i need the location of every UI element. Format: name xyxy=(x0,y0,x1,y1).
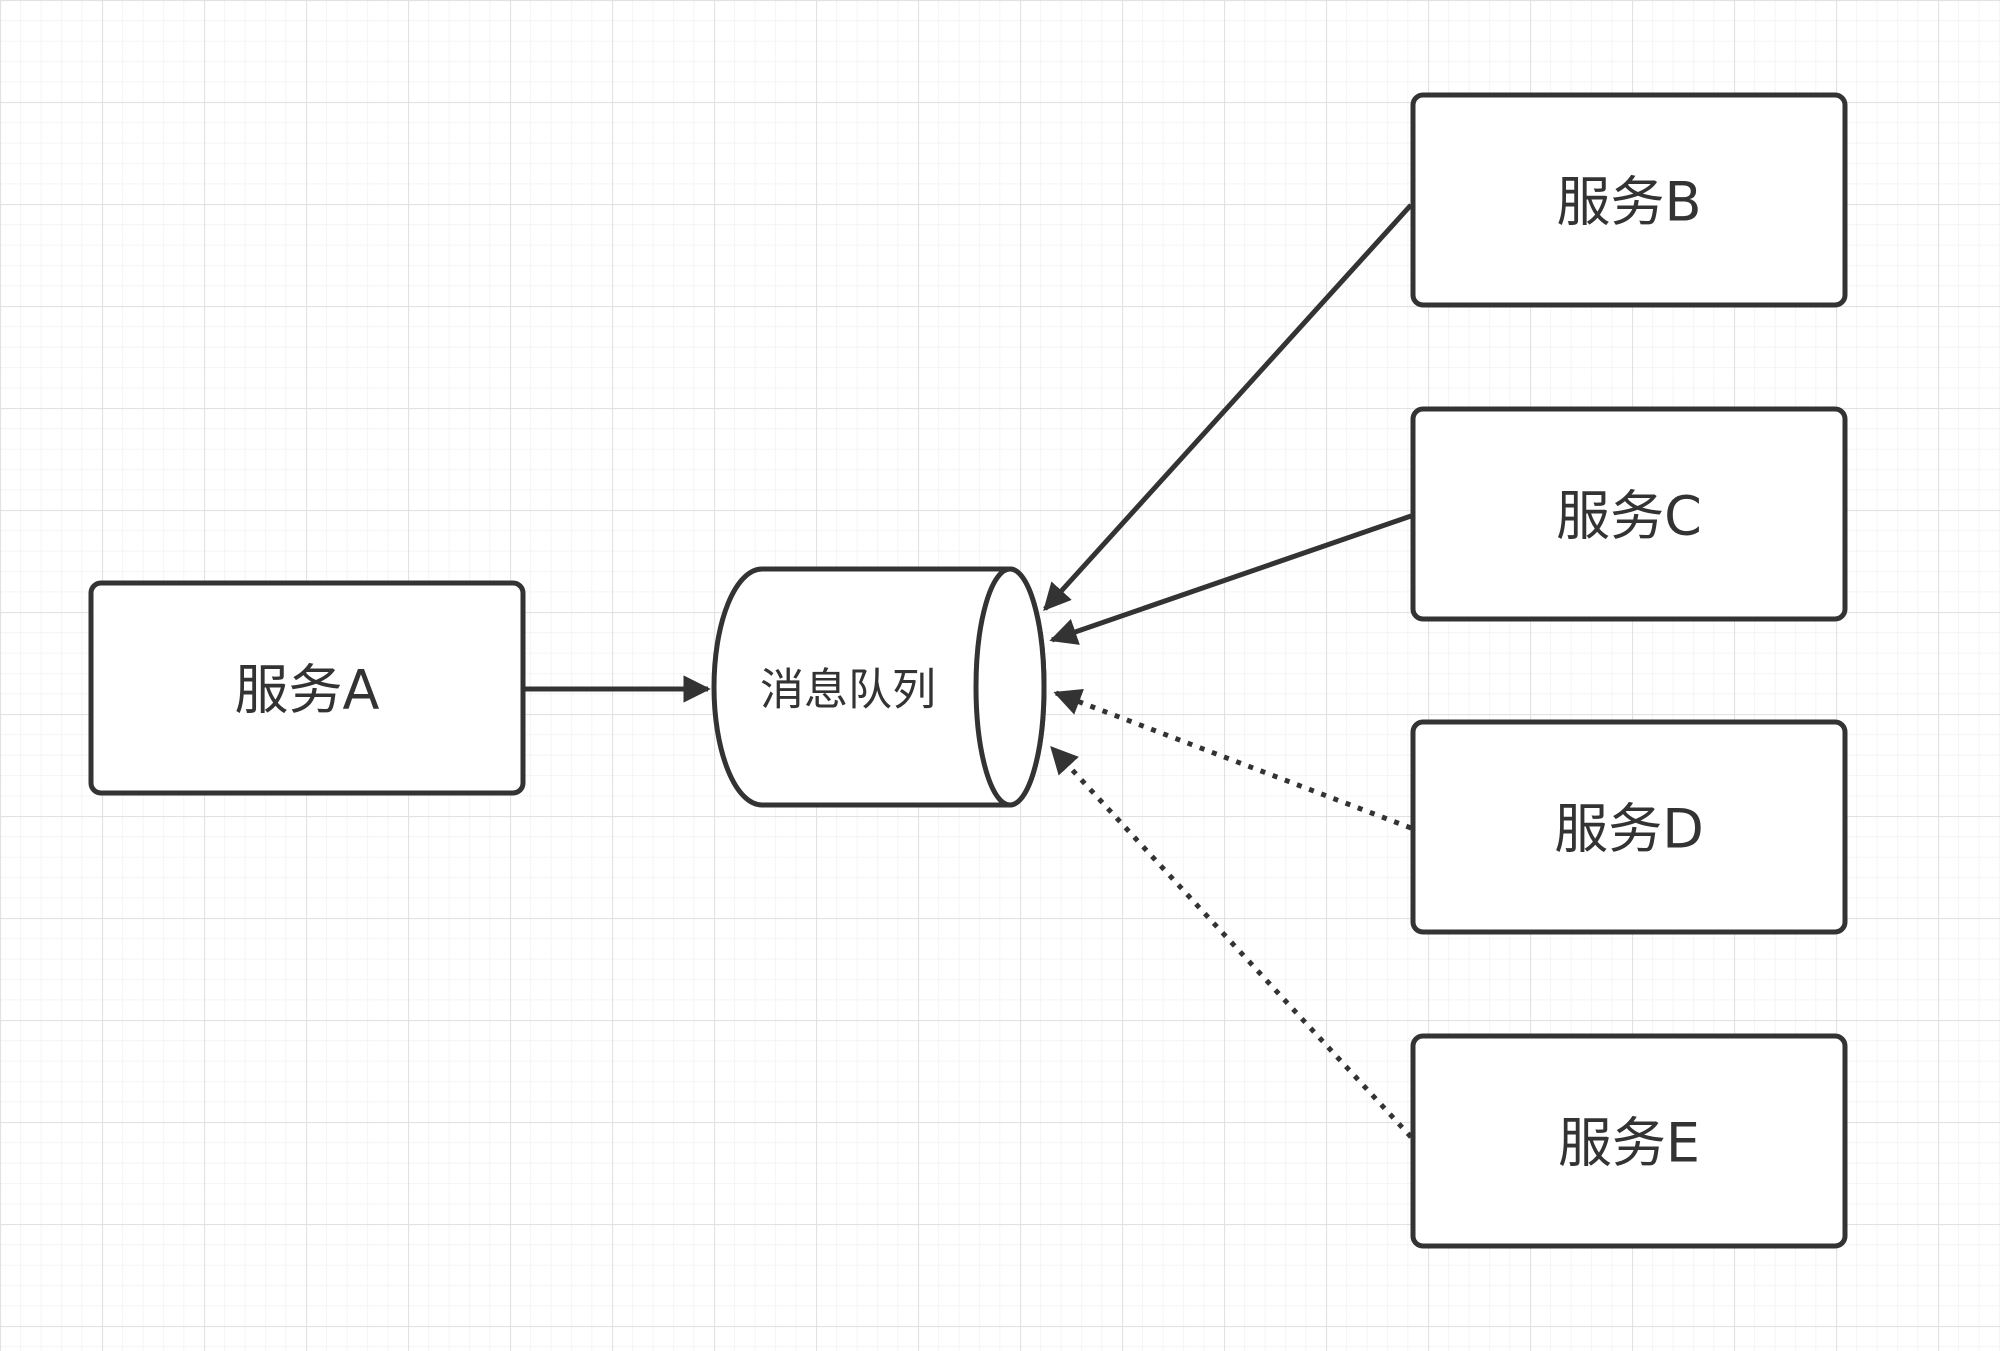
queue-label: 消息队列 xyxy=(760,665,936,716)
service-c-label: 服务C xyxy=(1556,485,1702,548)
service-d-box[interactable] xyxy=(1410,719,1848,935)
service-b-box[interactable] xyxy=(1410,92,1848,308)
service-b-label: 服务B xyxy=(1556,171,1701,234)
service-a-label: 服务A xyxy=(235,659,380,722)
edge-service-e-to-queue[interactable] xyxy=(1050,745,1413,1139)
service-d-label: 服务D xyxy=(1554,798,1704,861)
edge-service-d-to-queue[interactable] xyxy=(1053,688,1412,831)
edge-service-c-to-queue[interactable] xyxy=(1049,513,1412,645)
service-c-node[interactable]: 服务C xyxy=(1410,406,1848,622)
service-e-box[interactable] xyxy=(1410,1033,1848,1249)
service-a-node[interactable]: 服务A xyxy=(88,580,526,796)
queue-end-cap xyxy=(973,566,1047,808)
service-d-node[interactable]: 服务D xyxy=(1410,719,1848,935)
message-queue-node[interactable]: 消息队列 xyxy=(711,566,1047,808)
service-b-node[interactable]: 服务B xyxy=(1410,92,1848,308)
service-a-box[interactable] xyxy=(88,580,526,796)
service-c-box[interactable] xyxy=(1410,406,1848,622)
service-e-label: 服务E xyxy=(1558,1112,1700,1175)
edge-service-b-to-queue[interactable] xyxy=(1043,203,1413,612)
edges xyxy=(525,203,1413,1139)
service-e-node[interactable]: 服务E xyxy=(1410,1033,1848,1249)
